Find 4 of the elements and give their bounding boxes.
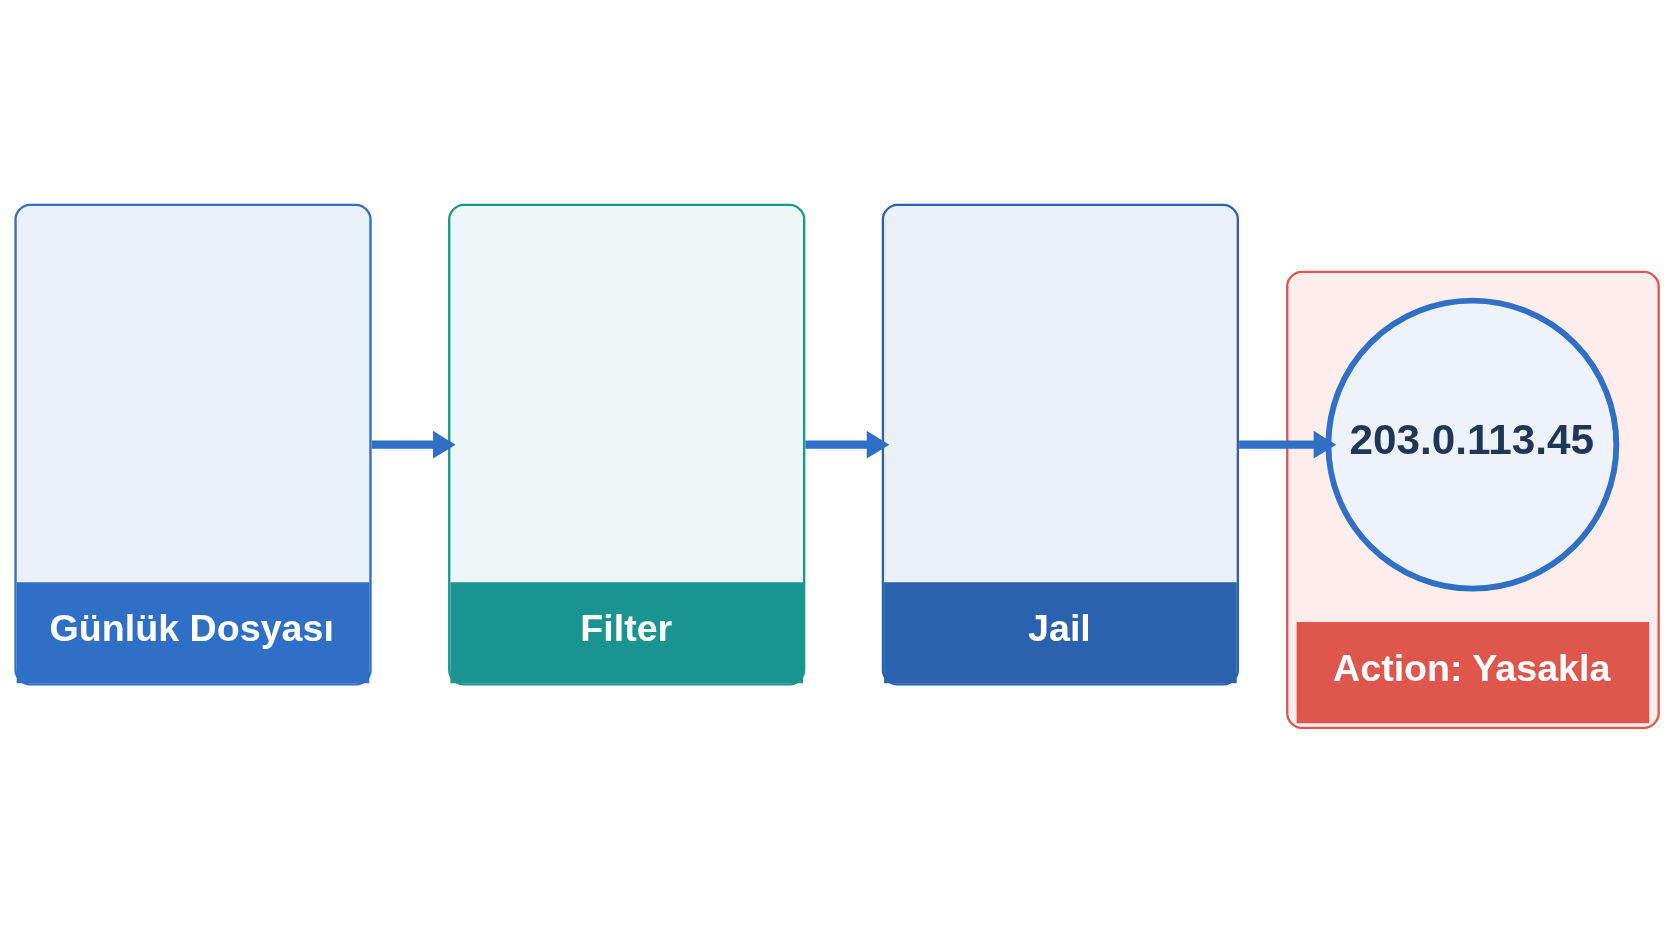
arrow	[805, 430, 889, 459]
node-circle: 203.0.113.45	[1324, 297, 1619, 592]
arrow	[371, 430, 456, 459]
arrow	[1238, 430, 1336, 459]
